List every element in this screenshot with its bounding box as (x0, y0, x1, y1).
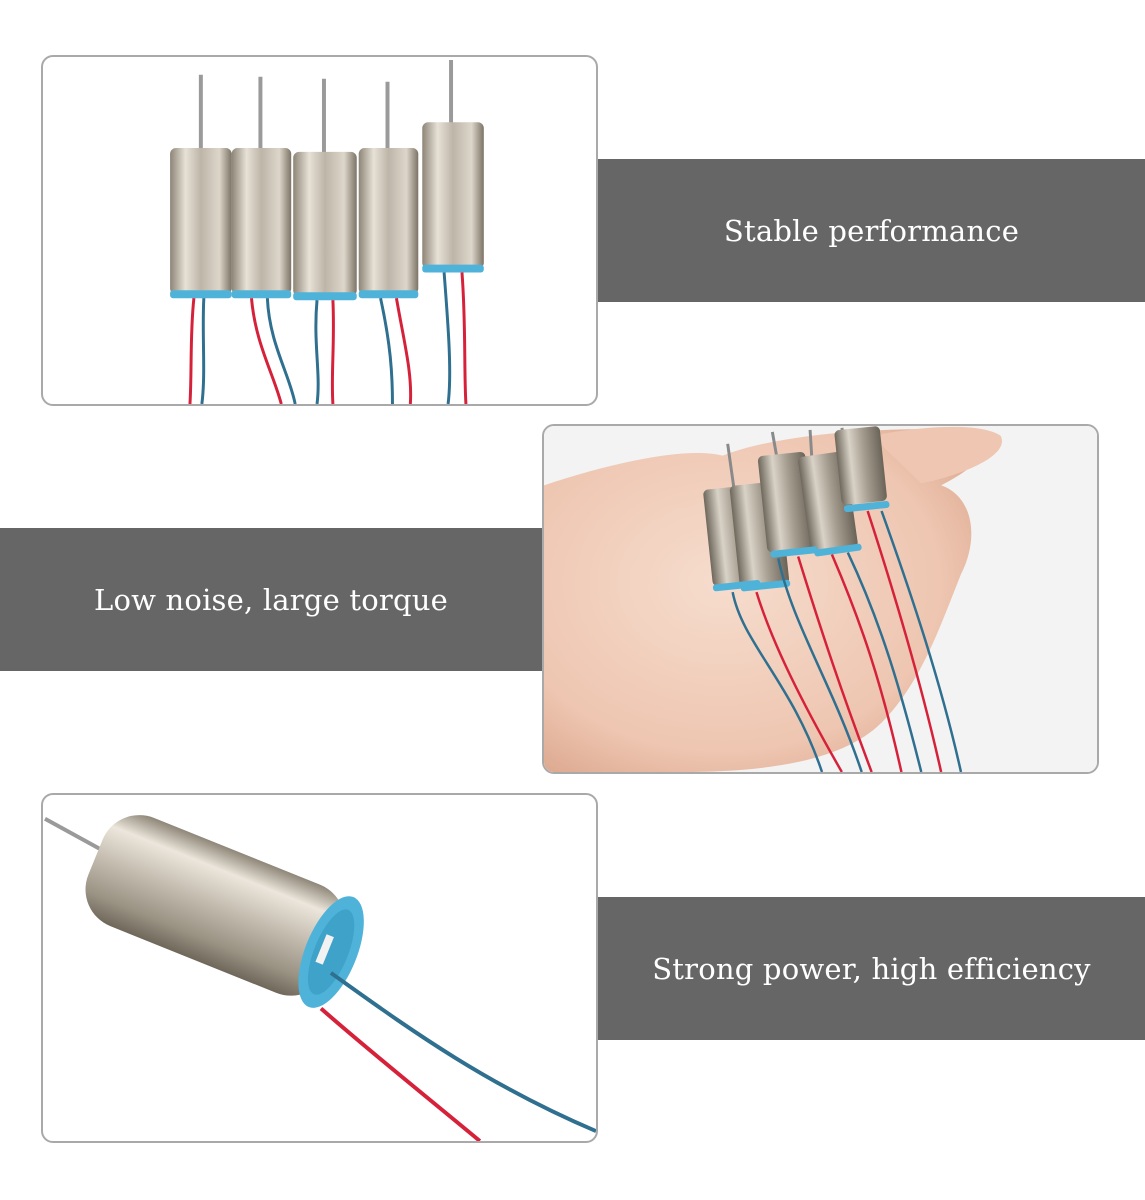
feature-caption: Stable performance (723, 213, 1020, 248)
photo-frame-single-motor (41, 793, 598, 1143)
hand-shape (544, 429, 990, 772)
motors-in-hand-illustration (544, 426, 1097, 772)
feature-banner-low-noise: Low noise, large torque (0, 528, 542, 671)
feature-caption: Strong power, high efficiency (652, 951, 1091, 986)
single-motor-illustration (44, 815, 596, 1141)
feature-banner-strong-power: Strong power, high efficiency (598, 897, 1145, 1040)
group-of-motors-illustration (170, 59, 484, 404)
photo-frame-motors-in-hand (542, 424, 1099, 774)
motor-bodies (170, 122, 484, 297)
feature-caption: Low noise, large torque (93, 582, 448, 617)
photo-frame-group-of-motors (41, 55, 598, 406)
feature-banner-stable-performance: Stable performance (598, 159, 1145, 302)
